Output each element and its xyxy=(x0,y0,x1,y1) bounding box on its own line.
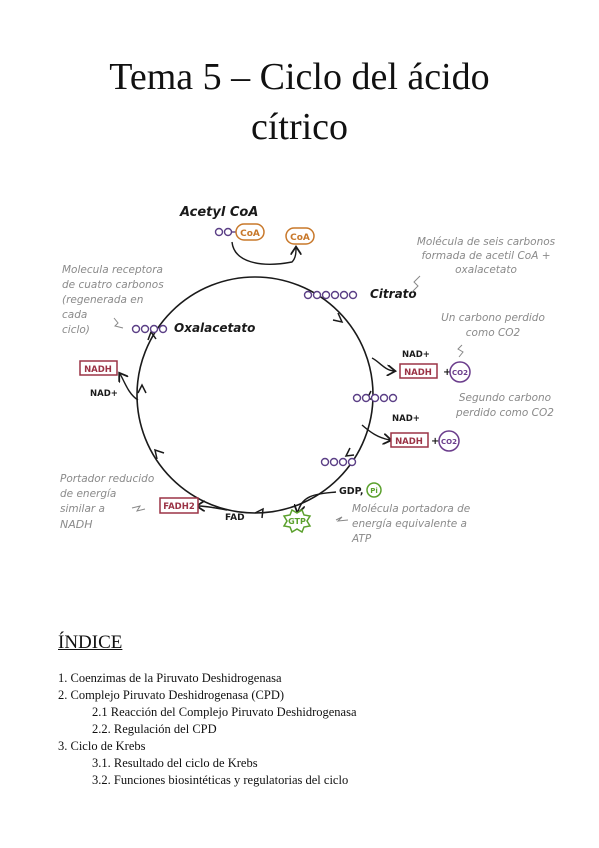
citric-acid-cycle-diagram: Acetyl CoA CoA CoA Citrato Molécula de s… xyxy=(60,205,556,545)
acetyl-carbons xyxy=(214,227,236,237)
note-citrato-2: formada de acetil CoA + xyxy=(421,250,550,262)
nadh-box-2-label: NADH xyxy=(395,437,423,447)
note-citrato-1: Molécula de seis carbonos xyxy=(417,236,556,248)
page-title: Tema 5 – Ciclo del ácido cítrico xyxy=(0,52,599,152)
toc-item-1: 1. Coenzimas de la Piruvato Deshidrogena… xyxy=(58,671,282,685)
co2-bubble-1 xyxy=(449,361,471,383)
note-oxal-1: Molecula receptora xyxy=(62,264,163,276)
cycle-arrow xyxy=(332,312,344,324)
nadh-box-1 xyxy=(399,363,438,379)
note-oxal-5: ciclo) xyxy=(62,324,90,336)
title-line-2: cítrico xyxy=(250,106,349,148)
pi-label: Pi xyxy=(370,487,378,495)
coa-badge xyxy=(235,223,265,241)
note-carbono1-1: Un carbono perdido xyxy=(441,312,545,324)
toc-item-3: 3. Ciclo de Krebs xyxy=(58,739,146,753)
nad-plus-1: NAD+ xyxy=(402,350,430,360)
cycle-arrow xyxy=(147,330,157,341)
note-fadh-2: de energía xyxy=(60,488,116,500)
cycle-arrow xyxy=(254,507,264,519)
gdp-label: GDP, xyxy=(339,486,364,497)
nadh-box-2 xyxy=(390,432,429,448)
nadh-box-3-label: NADH xyxy=(84,365,112,375)
note-carbono2-1: Segundo carbono xyxy=(459,392,551,404)
co2-bubble-2 xyxy=(438,430,460,452)
fadh2-label: FADH2 xyxy=(163,502,195,512)
cycle-ring xyxy=(136,276,374,514)
note-gtp-3: ATP xyxy=(351,533,372,545)
note-carbono1-pointer xyxy=(457,344,464,358)
note-citrato-3: oxalacetato xyxy=(455,264,517,276)
plus-sign-2: + xyxy=(431,436,439,447)
acetyl-coa-label: Acetyl CoA xyxy=(179,205,258,220)
note-gtp-pointer xyxy=(335,516,349,522)
nadh-arrow-3 xyxy=(120,374,139,401)
fadh2-box xyxy=(159,497,199,514)
oxalacetate-carbons xyxy=(131,324,168,334)
note-oxal-pointer xyxy=(113,317,124,329)
note-carbono2-2: perdido como CO2 xyxy=(455,407,554,419)
cycle-arrow xyxy=(344,447,355,457)
nadh-box-3 xyxy=(79,360,118,376)
note-citrato-pointer xyxy=(411,275,421,293)
note-fadh-1: Portador reducido xyxy=(60,473,154,485)
acetyl-entry-arrow xyxy=(231,241,296,265)
pi-bubble xyxy=(366,482,382,498)
note-fadh-3: similar a xyxy=(60,503,105,515)
toc-item-3-2: 3.2. Funciones biosintéticas y regulator… xyxy=(92,773,349,787)
table-of-contents: 1. Coenzimas de la Piruvato Deshidrogena… xyxy=(58,670,357,789)
plus-sign-1: + xyxy=(443,367,451,378)
co2-bubble-1-label: CO2 xyxy=(452,369,468,377)
four-carbon-chain xyxy=(320,457,357,467)
title-line-1: Tema 5 – Ciclo del ácido xyxy=(109,56,490,98)
coa-released-badge xyxy=(285,227,315,245)
fad-label: FAD xyxy=(225,513,245,523)
toc-item-2-2: 2.2. Regulación del CPD xyxy=(92,722,217,736)
note-oxal-3: (regenerada en xyxy=(62,294,143,306)
five-carbon-chain xyxy=(352,393,398,403)
gtp-arrow xyxy=(298,491,337,512)
note-carbono1-2: como CO2 xyxy=(466,327,521,339)
oxalacetato-label: Oxalacetato xyxy=(174,321,255,335)
nadh-arrow-1 xyxy=(371,357,394,371)
nad-plus-2: NAD+ xyxy=(392,414,420,424)
note-gtp-1: Molécula portadora de xyxy=(352,503,470,515)
toc-item-3-1: 3.1. Resultado del ciclo de Krebs xyxy=(92,756,258,770)
note-oxal-2: de cuatro carbonos xyxy=(62,279,164,291)
citrato-label: Citrato xyxy=(370,287,417,301)
toc-item-2: 2. Complejo Piruvato Deshidrogenasa (CPD… xyxy=(58,688,285,702)
gtp-burst xyxy=(282,508,312,534)
cycle-arrow xyxy=(137,383,147,394)
nadh-arrow-2 xyxy=(361,424,390,440)
fadh2-arrow xyxy=(198,506,228,510)
note-gtp-2: energía equivalente a xyxy=(352,518,467,530)
co2-bubble-2-label: CO2 xyxy=(441,438,457,446)
note-fadh-pointer xyxy=(131,505,146,512)
coa-released-label: CoA xyxy=(290,233,310,243)
note-oxal-4: cada xyxy=(62,309,87,321)
note-fadh-4: NADH xyxy=(60,518,93,531)
nadh-box-1-label: NADH xyxy=(404,368,432,378)
gtp-label: GTP xyxy=(288,517,306,526)
indice-heading: ÍNDICE xyxy=(58,632,123,653)
cycle-arrow xyxy=(153,448,165,460)
coa-badge-label: CoA xyxy=(240,229,260,239)
toc-item-2-1: 2.1 Reacción del Complejo Piruvato Deshi… xyxy=(92,705,357,719)
citrate-carbons xyxy=(303,290,358,300)
nad-plus-3: NAD+ xyxy=(90,389,118,399)
